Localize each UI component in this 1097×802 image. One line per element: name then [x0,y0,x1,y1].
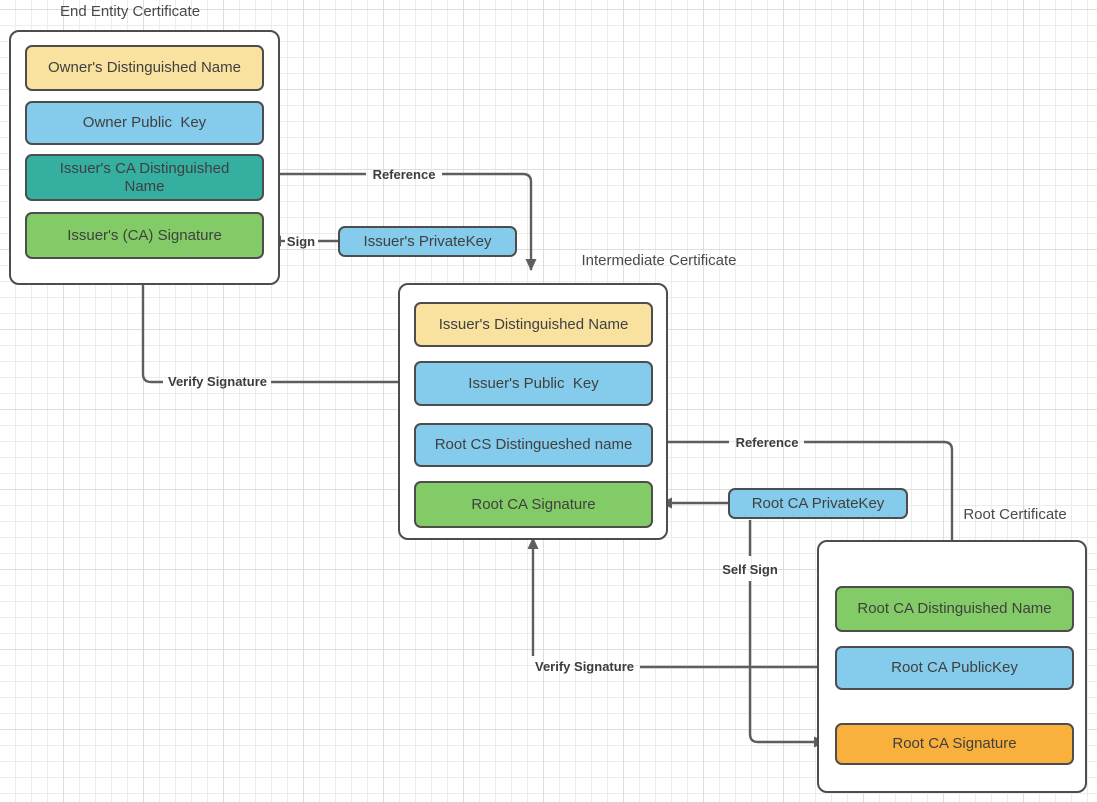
issuers-ca-distinguished-name-box[interactable]: Issuer's CA Distinguished Name [25,154,264,201]
root-certificate-container[interactable]: Root CA Distinguished Name Root CA Publi… [817,540,1087,793]
root-ca-signature-intermediate-box[interactable]: Root CA Signature [414,481,653,528]
owner-public-key-box[interactable]: Owner Public Key [25,101,264,145]
intermediate-certificate-container[interactable]: Issuer's Distinguished Name Issuer's Pub… [398,283,668,540]
edge-self-sign-b [748,581,826,748]
issuers-public-key-box[interactable]: Issuer's Public Key [414,361,653,406]
end-entity-certificate-container[interactable]: Owner's Distinguished Name Owner Public … [9,30,280,285]
edge-label-verify-signature-2: Verify Signature [535,659,634,674]
intermediate-certificate-title: Intermediate Certificate [581,252,737,269]
root-ca-signature-root-box[interactable]: Root CA Signature [835,723,1074,765]
edge-label-reference-1: Reference [372,167,436,182]
root-ca-private-key-box[interactable]: Root CA PrivateKey [728,488,908,519]
end-entity-certificate-title: End Entity Certificate [59,3,201,20]
edge-label-verify-signature-1: Verify Signature [168,374,267,389]
edge-label-sign: Sign [286,234,316,249]
root-ca-distinguished-name-box[interactable]: Root CA Distinguished Name [835,586,1074,632]
edge-label-reference-2: Reference [735,435,799,450]
issuers-ca-signature-box[interactable]: Issuer's (CA) Signature [25,212,264,259]
owners-distinguished-name-box[interactable]: Owner's Distinguished Name [25,45,264,91]
root-ca-public-key-box[interactable]: Root CA PublicKey [835,646,1074,690]
edge-label-self-sign: Self Sign [722,562,778,577]
issuers-private-key-box[interactable]: Issuer's PrivateKey [338,226,517,257]
issuers-distinguished-name-box[interactable]: Issuer's Distinguished Name [414,302,653,347]
root-certificate-title: Root Certificate [963,506,1067,523]
root-cs-distingueshed-name-box[interactable]: Root CS Distingueshed name [414,423,653,467]
